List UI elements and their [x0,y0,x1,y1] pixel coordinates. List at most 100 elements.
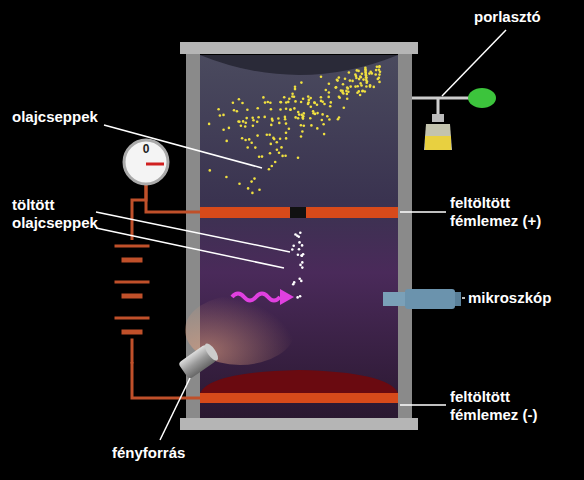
oil-drop [349,79,352,82]
charged-drop [299,231,302,234]
oil-drop [378,73,381,76]
oil-drop [246,146,249,149]
oil-drop [288,97,291,100]
oil-drop [344,78,347,81]
oil-drop [241,102,244,105]
part-label: feltöltött fémlemez (-) [450,388,578,424]
oil-drop [240,124,243,127]
oil-drop [327,96,330,99]
oil-drop [269,152,272,155]
oil-drop [336,78,339,81]
oil-drop [309,97,312,100]
oil-drop [365,85,368,88]
oil-drop [225,140,228,143]
oil-drop [316,127,319,130]
top-cap [180,42,418,54]
oil-drop [252,119,255,122]
oil-drop [281,155,284,158]
oil-drop [278,152,281,155]
oil-drop [300,81,303,84]
oil-drop [297,117,300,120]
oil-drop [310,106,313,109]
oil-drop [378,66,381,69]
oil-drop [250,141,253,144]
oil-drop [271,118,274,121]
oil-drop [346,93,349,96]
oil-drop [321,119,324,122]
oil-drop [309,117,312,120]
oil-drop [222,128,225,131]
oil-drop [263,116,266,119]
oil-drop [347,91,350,94]
oil-drop [208,123,211,126]
oil-drop [369,84,372,87]
oil-drop [280,101,283,104]
oil-drop [252,125,255,128]
oil-drop [361,73,364,76]
oil-drop [373,86,376,89]
oil-drop [238,98,241,101]
oil-drop [338,95,341,98]
positive-plate [200,207,290,218]
oil-drop [355,77,358,80]
oil-drop [241,137,244,140]
oil-drop [242,120,245,123]
oil-drop [379,71,382,74]
oil-drop [362,78,365,81]
oil-drop [356,92,359,95]
bottom-cap [180,418,418,430]
oil-drop [378,65,381,68]
oil-drop [359,75,362,78]
oil-drop [245,122,248,125]
oil-drop [320,96,323,99]
oil-drop [316,112,319,115]
oil-drop [254,146,257,149]
part-label: feltöltött fémlemez (+) [450,194,578,230]
oil-drop [248,138,251,141]
oil-drop [251,192,254,195]
oil-drop [359,76,362,79]
oil-drop [377,78,380,81]
oil-drop [294,116,297,119]
oil-drop [279,101,282,104]
oil-drop [222,114,225,117]
leader-line [96,30,506,440]
oil-drop [268,168,271,171]
oil-drop [300,101,303,104]
oil-drop [244,125,247,128]
oil-drop [320,75,323,78]
chamber-wall [398,50,412,420]
oil-drop [294,88,297,91]
oil-drop [308,99,311,102]
oil-drop [256,107,259,110]
oil-drop [250,180,253,183]
light-ray [232,289,294,305]
oil-drop [280,146,283,149]
oil-drop [330,101,333,104]
oil-drop [307,95,310,98]
oil-drop [228,127,231,130]
charged-drop [301,266,304,269]
oil-drop [361,90,364,93]
oil-drop [276,141,279,144]
oil-drop [238,120,241,123]
oil-drop [279,138,282,141]
oil-drop [284,155,287,158]
oil-drop [348,71,351,74]
oil-drop [359,82,362,85]
oil-drop [297,156,300,159]
oil-drop [365,72,368,75]
oil-drop [314,102,317,105]
oil-drop [236,110,239,113]
oil-drop [283,96,286,99]
oil-drop [365,74,368,77]
oil-drop [269,102,272,105]
oil-drop [278,122,281,125]
light-source [178,341,221,379]
oil-drop [285,122,288,125]
charged-drop [301,255,304,258]
oil-drop [256,120,259,123]
oil-drop [346,98,349,101]
oil-drop [376,66,379,69]
oil-drop [272,137,275,140]
